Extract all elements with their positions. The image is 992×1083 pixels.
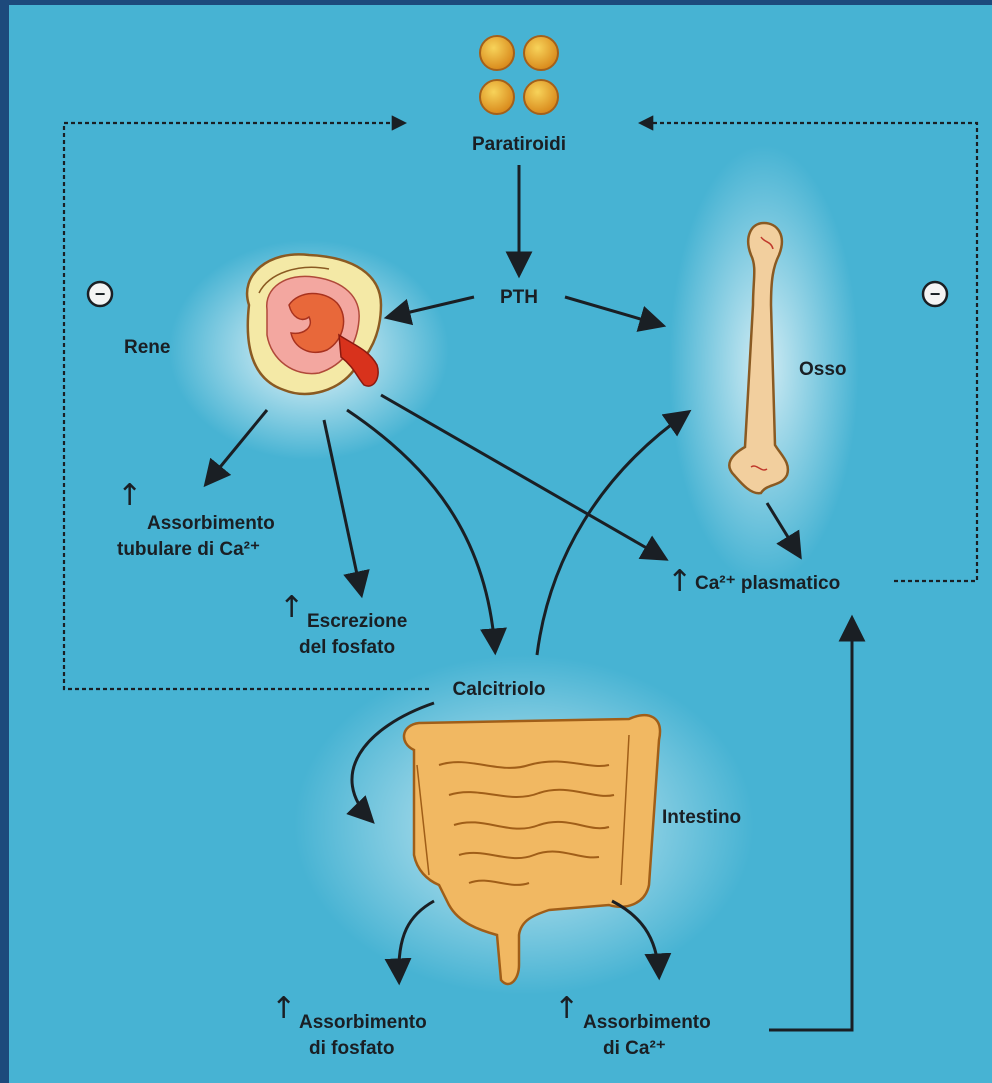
increase-arrow-icon: ↑ [271, 991, 296, 1026]
svg-text:−: − [95, 284, 106, 304]
svg-text:Assorbimento: Assorbimento [299, 1012, 427, 1033]
increase-arrow-icon: ↑ [279, 590, 304, 625]
label-rene: Rene [124, 337, 170, 358]
diagram-frame: − − Paratiroidi PTH Rene Osso Calcitriol… [9, 5, 992, 1083]
inhibition-symbol-right: − [923, 282, 947, 306]
svg-text:del fosfato: del fosfato [299, 637, 395, 658]
svg-text:di fosfato: di fosfato [309, 1038, 395, 1059]
svg-text:Assorbimento: Assorbimento [147, 513, 275, 534]
svg-text:tubulare di Ca²⁺: tubulare di Ca²⁺ [117, 539, 260, 560]
svg-text:Assorbimento: Assorbimento [583, 1012, 711, 1033]
label-osso: Osso [799, 359, 847, 380]
increase-arrow-icon: ↑ [667, 564, 692, 599]
label-calcitriolo: Calcitriolo [453, 679, 546, 700]
inhibition-symbol-left: − [88, 282, 112, 306]
pth-calcium-regulation-diagram: − − Paratiroidi PTH Rene Osso Calcitriol… [9, 5, 992, 1083]
label-pth: PTH [500, 287, 538, 308]
kidney-icon [247, 254, 381, 394]
label-paratiroidi: Paratiroidi [472, 134, 566, 155]
increase-arrow-icon: ↑ [117, 478, 142, 513]
svg-text:−: − [930, 284, 941, 304]
label-ca-plasmatico: Ca²⁺ plasmatico [695, 573, 840, 594]
svg-text:di Ca²⁺: di Ca²⁺ [603, 1038, 666, 1059]
increase-arrow-icon: ↑ [554, 991, 579, 1026]
svg-text:Escrezione: Escrezione [307, 611, 407, 632]
label-intestino: Intestino [662, 807, 741, 828]
